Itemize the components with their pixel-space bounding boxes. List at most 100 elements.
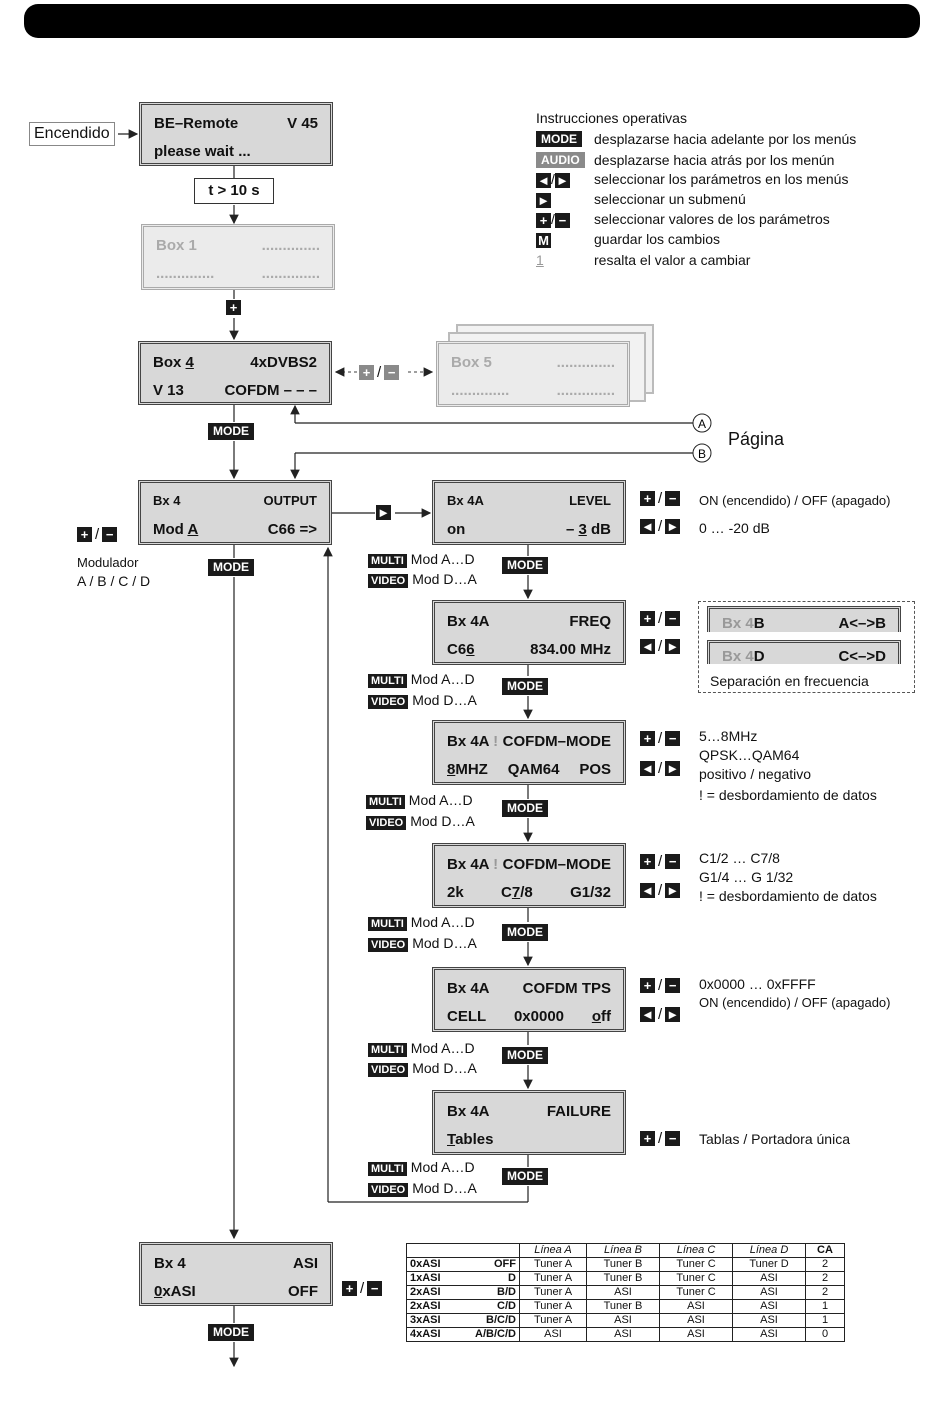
minus-key-icon: −: [367, 1281, 383, 1296]
plus-key-icon: +: [77, 527, 92, 542]
mode-key: MODE: [502, 800, 548, 817]
underline-sample: 1: [536, 252, 544, 268]
video-tag: VIDEO: [368, 938, 409, 952]
lcd-text: – 3 dB: [565, 521, 611, 538]
lcd-text: Box 4: [153, 354, 194, 371]
table-cell: 2xASI: [406, 1285, 457, 1300]
legend-text: resalta el valor a cambiar: [594, 252, 751, 268]
multi-text: Mod A…D: [408, 792, 473, 808]
modulator-label: Modulador: [77, 555, 139, 570]
table-cell: ASI: [586, 1313, 660, 1328]
legend-key: 1: [536, 252, 594, 268]
video-text: Mod D…A: [412, 571, 477, 587]
minus-key-icon: −: [665, 1131, 681, 1146]
multi-text: Mod A…D: [410, 1159, 475, 1175]
video-tag: VIDEO: [368, 695, 409, 709]
plus-key-icon: +: [359, 365, 374, 380]
level-range: 0 … -20 dB: [699, 520, 770, 536]
plus-key-icon: +: [640, 978, 655, 993]
table-cell: Tuner B: [586, 1271, 660, 1286]
lcd-text: Bx 4: [153, 493, 181, 508]
minus-key-icon: −: [102, 527, 118, 542]
multi-tag: MULTI: [368, 1043, 407, 1057]
left-key-icon: ◄: [640, 519, 655, 534]
cofdm1-note: ! = desbordamiento de datos: [699, 787, 877, 803]
mode-key: MODE: [502, 1168, 548, 1185]
table-cell: ASI: [586, 1327, 660, 1342]
table-cell: ASI: [732, 1271, 806, 1286]
lcd-text: C7/8: [501, 884, 533, 901]
lcd-text: A<–>B: [838, 615, 886, 632]
table-cell: 0: [805, 1327, 845, 1342]
minus-key-icon: −: [665, 731, 681, 746]
lcd-text: Tables: [447, 1131, 494, 1148]
table-header: CA: [805, 1243, 845, 1258]
video-text: Mod D…A: [410, 813, 475, 829]
left-key-icon: ◄: [536, 172, 551, 188]
multi-text: Mod A…D: [410, 1040, 475, 1056]
table-cell: 1: [805, 1313, 845, 1328]
lcd-text: OFF: [288, 1283, 318, 1300]
lcd-text: BE–Remote: [154, 115, 239, 132]
lcd-text: C66 =>: [267, 521, 317, 538]
video-text: Mod D…A: [412, 1180, 477, 1196]
lcd-text: 2k: [447, 884, 464, 901]
lcd-text: CELL: [447, 1008, 487, 1025]
lcd-text: C66: [447, 641, 475, 658]
circle-a-label: A: [698, 417, 706, 431]
table-cell: 3xASI: [406, 1313, 457, 1328]
table-cell: [406, 1243, 520, 1258]
lcd-text: 4xDVBS2: [250, 354, 317, 371]
lcd-text: FREQ: [569, 613, 611, 630]
table-cell: 1xASI: [406, 1271, 457, 1286]
plus-minus-keys: +/−: [359, 364, 400, 381]
table-cell: A/B/C/D: [456, 1327, 521, 1342]
mode-key: MODE: [208, 559, 254, 576]
table-cell: 2: [805, 1285, 845, 1300]
video-tag: VIDEO: [368, 1063, 409, 1077]
legend-key: MODE: [536, 130, 594, 147]
legend-key: M: [536, 231, 594, 248]
lcd-text: ASI: [292, 1255, 318, 1272]
lcd-text: POS: [579, 761, 611, 778]
plus-minus-keys: +/−: [640, 610, 681, 627]
table-cell: 2xASI: [406, 1299, 457, 1314]
lcd-text: Bx 4A: [447, 1103, 490, 1120]
table-cell: 4xASI: [406, 1327, 457, 1342]
table-header: Línea B: [586, 1243, 660, 1258]
lcd-text: COFDM TPS: [522, 980, 611, 997]
failure-note: Tablas / Portadora única: [699, 1131, 850, 1147]
timer-label: t > 10 s: [194, 178, 274, 204]
legend-key: AUDIO: [536, 151, 594, 168]
mode-key: MODE: [502, 924, 548, 941]
right-key-icon: ►: [665, 761, 681, 776]
left-key-icon: ◄: [640, 639, 655, 654]
table-header: Línea C: [659, 1243, 733, 1258]
table-cell: ASI: [732, 1313, 806, 1328]
lcd-text: Bx 4A !: [447, 856, 499, 873]
video-tag: VIDEO: [366, 816, 407, 830]
legend-row: +/− seleccionar valores de los parámetro…: [536, 211, 830, 228]
modulator-options: A / B / C / D: [77, 573, 151, 589]
minus-key-icon: −: [665, 491, 681, 506]
minus-key-icon: −: [665, 978, 681, 993]
legend-text: seleccionar valores de los parámetros: [594, 211, 830, 228]
arrow-keys: ◄/►: [640, 882, 681, 899]
header-bar: [24, 4, 920, 38]
lcd-text: 0x0000: [513, 1008, 565, 1025]
lcd-text: QAM64: [507, 761, 560, 778]
lcd-text: COFDM–MODE: [502, 856, 611, 873]
cofdm1-note: positivo / negativo: [699, 766, 812, 782]
legend-title: Instrucciones operativas: [536, 110, 687, 126]
table-cell: Tuner A: [519, 1299, 587, 1314]
plus-minus-keys: +/−: [640, 977, 681, 994]
